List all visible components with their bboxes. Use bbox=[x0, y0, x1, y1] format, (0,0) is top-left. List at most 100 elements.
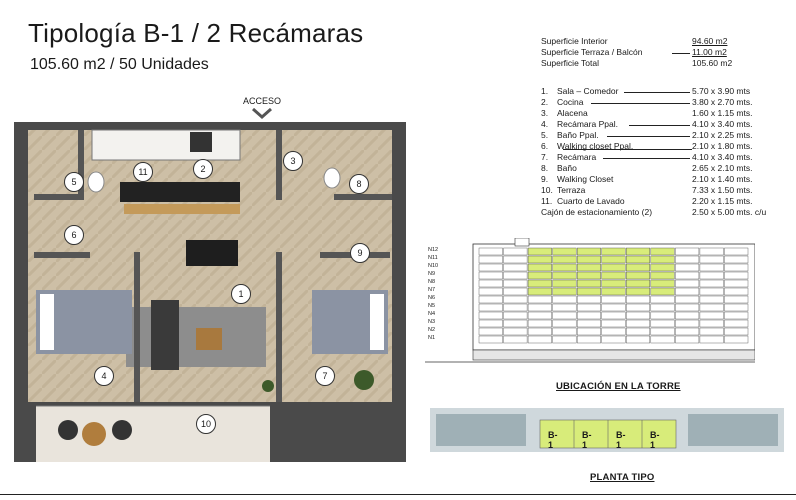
tower-unit-cell bbox=[724, 263, 749, 272]
tower-unit-cell bbox=[527, 263, 552, 272]
tower-unit-cell bbox=[650, 319, 675, 328]
tower-unit-cell bbox=[699, 255, 724, 264]
floor-label: N10 bbox=[428, 263, 439, 269]
tower-unit-cell bbox=[478, 263, 503, 272]
tower-unit-cell bbox=[601, 271, 626, 280]
tower-unit-cell bbox=[699, 303, 724, 312]
tower-unit-cell bbox=[503, 263, 528, 272]
tower-unit-cell bbox=[503, 255, 528, 264]
tower-unit-cell bbox=[650, 311, 675, 320]
tower-unit-cell bbox=[601, 319, 626, 328]
tower-unit-cell bbox=[478, 311, 503, 320]
floor-label: N7 bbox=[428, 287, 436, 293]
tower-unit-cell bbox=[503, 295, 528, 304]
typical-floor-plan bbox=[430, 408, 784, 452]
floor-label: N12 bbox=[428, 247, 439, 253]
bottom-divider bbox=[0, 494, 796, 495]
tower-floor-labels: N12 N11 N10 N9 N8 N7 N6 N5 N4 N3 N2 N1 bbox=[428, 247, 450, 347]
tower-unit-cell bbox=[601, 279, 626, 288]
tower-unit-cell bbox=[478, 255, 503, 264]
tower-unit-cell bbox=[724, 255, 749, 264]
tower-unit-cell bbox=[626, 247, 651, 256]
tower-unit-cell bbox=[576, 327, 601, 336]
room-marker: 5 bbox=[64, 172, 84, 192]
area-label: Superficie Terraza / Balcón bbox=[541, 47, 643, 57]
tower-unit-cell bbox=[576, 247, 601, 256]
tower-unit-cell bbox=[724, 279, 749, 288]
tower-unit-cell bbox=[527, 327, 552, 336]
tower-unit-cell bbox=[724, 247, 749, 256]
tower-unit-cell bbox=[650, 263, 675, 272]
tower-unit-cell bbox=[503, 319, 528, 328]
tower-unit-cell bbox=[576, 319, 601, 328]
unit-label: B-1 bbox=[582, 430, 592, 450]
tower-unit-cell bbox=[724, 303, 749, 312]
room-marker: 10 bbox=[196, 414, 216, 434]
tower-unit-cell bbox=[650, 247, 675, 256]
room-row: 5.Baño Ppal.2.10 x 2.25 mts. bbox=[541, 130, 753, 140]
tower-unit-cell bbox=[576, 271, 601, 280]
tower-unit-cell bbox=[626, 279, 651, 288]
tower-unit-cell bbox=[527, 311, 552, 320]
tower-unit-cell bbox=[552, 335, 577, 344]
tower-unit-cell bbox=[576, 311, 601, 320]
area-value: 11.00 m2 bbox=[692, 47, 727, 57]
tower-unit-cell bbox=[650, 303, 675, 312]
tower-unit-cell bbox=[675, 311, 700, 320]
tower-unit-cell bbox=[503, 303, 528, 312]
tower-unit-cell bbox=[527, 279, 552, 288]
tower-unit-cell bbox=[552, 327, 577, 336]
tower-unit-cell bbox=[552, 263, 577, 272]
tower-unit-cell bbox=[626, 327, 651, 336]
tower-unit-cell bbox=[650, 279, 675, 288]
tower-unit-cell bbox=[527, 271, 552, 280]
area-summary: Superficie Interior 94.60 m2 Superficie … bbox=[541, 36, 781, 72]
tower-unit-cell bbox=[601, 295, 626, 304]
tower-unit-cell bbox=[675, 287, 700, 296]
unit-label: B-1 bbox=[548, 430, 558, 450]
tower-unit-cell bbox=[699, 287, 724, 296]
tower-unit-cell bbox=[650, 295, 675, 304]
tower-unit-cell bbox=[626, 295, 651, 304]
tower-unit-cell bbox=[626, 287, 651, 296]
room-row: Cajón de estacionamiento (2)2.50 x 5.00 … bbox=[541, 207, 767, 217]
tower-unit-cell bbox=[675, 335, 700, 344]
tower-unit-cell bbox=[478, 303, 503, 312]
tower-unit-cell bbox=[626, 271, 651, 280]
tower-unit-cell bbox=[478, 335, 503, 344]
area-label: Superficie Interior bbox=[541, 36, 608, 46]
tower-unit-cell bbox=[699, 279, 724, 288]
tower-unit-cell bbox=[699, 335, 724, 344]
tower-unit-cell bbox=[601, 287, 626, 296]
tower-unit-cell bbox=[527, 319, 552, 328]
tower-elevation bbox=[425, 238, 755, 363]
tower-unit-cell bbox=[552, 247, 577, 256]
tower-unit-cell bbox=[650, 287, 675, 296]
tower-unit-cell bbox=[503, 279, 528, 288]
tower-unit-cell bbox=[675, 271, 700, 280]
tower-unit-cell bbox=[699, 271, 724, 280]
tower-unit-cell bbox=[626, 263, 651, 272]
tower-unit-cell bbox=[601, 311, 626, 320]
tower-unit-cell bbox=[675, 319, 700, 328]
tower-unit-cell bbox=[552, 311, 577, 320]
tower-unit-cell bbox=[478, 319, 503, 328]
tower-unit-cell bbox=[527, 287, 552, 296]
room-marker: 6 bbox=[64, 225, 84, 245]
room-marker: 8 bbox=[349, 174, 369, 194]
tower-unit-cell bbox=[576, 303, 601, 312]
tower-unit-cell bbox=[601, 327, 626, 336]
leader-line bbox=[672, 53, 690, 54]
tower-unit-cell bbox=[503, 327, 528, 336]
tower-unit-cell bbox=[626, 335, 651, 344]
room-marker: 1 bbox=[231, 284, 251, 304]
tower-unit-cell bbox=[724, 319, 749, 328]
unit-label: B-1 bbox=[650, 430, 660, 450]
area-value: 94.60 m2 bbox=[692, 36, 728, 46]
tower-unit-cell bbox=[724, 295, 749, 304]
typical-floor-caption: PLANTA TIPO bbox=[590, 472, 655, 483]
